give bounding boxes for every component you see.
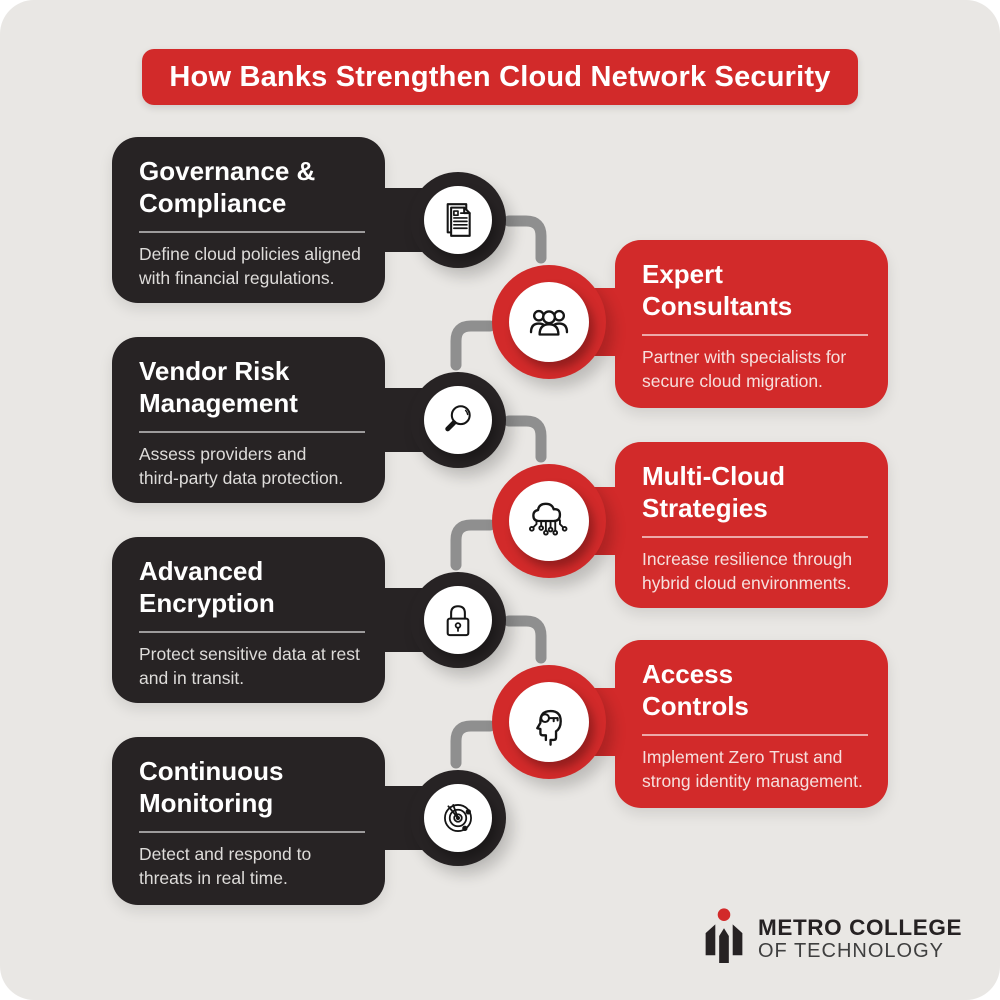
- card-expert-consultants: Expert Consultants Partner with speciali…: [615, 240, 888, 408]
- card-description: Protect sensitive data at rest and in tr…: [139, 644, 360, 688]
- node-vendor-risk: [410, 372, 506, 468]
- card-description: Assess providers and third-party data pr…: [139, 444, 344, 488]
- cloud-circuit-icon: [528, 502, 568, 536]
- card-continuous-monitoring: Continuous Monitoring Detect and respond…: [112, 737, 385, 905]
- node-inner-circle: [424, 784, 492, 852]
- node-continuous-monitoring: [410, 770, 506, 866]
- card-description: Partner with specialists for secure clou…: [642, 347, 847, 391]
- logo-name: METRO COLLEGE: [758, 914, 963, 940]
- page-title: How Banks Strengthen Cloud Network Secur…: [169, 60, 831, 93]
- card-advanced-encryption: Advanced Encryption Protect sensitive da…: [112, 537, 385, 703]
- radar-icon: [444, 804, 472, 832]
- divider: [642, 734, 868, 737]
- head-key-icon: [536, 709, 562, 746]
- node-inner-circle: [424, 586, 492, 654]
- card-description: Define cloud policies aligned with finan…: [139, 244, 361, 288]
- card-title: Governance & Compliance: [139, 156, 316, 218]
- connector-3: [503, 415, 547, 463]
- metro-college-logomark-icon: [705, 908, 743, 964]
- divider: [139, 631, 365, 634]
- title-banner: How Banks Strengthen Cloud Network Secur…: [142, 49, 858, 105]
- card-governance-compliance: Governance & Compliance Define cloud pol…: [112, 137, 385, 303]
- node-governance: [410, 172, 506, 268]
- logo-text: METRO COLLEGE OF TECHNOLOGY: [758, 914, 963, 964]
- card-multi-cloud: Multi-Cloud Strategies Increase resilien…: [615, 442, 888, 608]
- connector-2: [450, 320, 496, 371]
- logo-subname: OF TECHNOLOGY: [758, 939, 944, 962]
- card-title: Access Controls: [642, 659, 749, 721]
- divider: [139, 831, 365, 834]
- brand-logo: METRO COLLEGE OF TECHNOLOGY: [701, 906, 962, 964]
- document-icon: [446, 203, 471, 237]
- connector-4: [450, 519, 496, 571]
- card-description: Detect and respond to threats in real ti…: [139, 844, 312, 888]
- node-inner-circle: [424, 186, 492, 254]
- node-advanced-encryption: [410, 572, 506, 668]
- magnifier-icon: [445, 405, 471, 432]
- divider: [642, 536, 868, 539]
- card-title: Continuous Monitoring: [139, 756, 284, 818]
- people-icon: [529, 309, 569, 336]
- card-title: Advanced Encryption: [139, 556, 275, 618]
- node-inner-circle: [424, 386, 492, 454]
- node-access-controls: [492, 665, 606, 779]
- card-title: Expert Consultants: [642, 259, 793, 321]
- node-inner-circle: [509, 481, 589, 561]
- divider: [139, 431, 365, 434]
- lock-icon: [446, 605, 470, 637]
- node-inner-circle: [509, 682, 589, 762]
- node-inner-circle: [509, 282, 589, 362]
- card-access-controls: Access Controls Implement Zero Trust and…: [615, 640, 888, 808]
- node-expert-consultants: [492, 265, 606, 379]
- card-title: Vendor Risk Management: [139, 356, 298, 418]
- card-description: Implement Zero Trust and strong identity…: [642, 747, 863, 791]
- card-vendor-risk: Vendor Risk Management Assess providers …: [112, 337, 385, 503]
- node-multi-cloud: [492, 464, 606, 578]
- connector-1: [503, 215, 547, 264]
- divider: [139, 231, 365, 234]
- card-description: Increase resilience through hybrid cloud…: [642, 549, 853, 593]
- connector-5: [503, 615, 547, 664]
- connector-6: [450, 720, 496, 769]
- divider: [642, 334, 868, 337]
- card-title: Multi-Cloud Strategies: [642, 461, 785, 523]
